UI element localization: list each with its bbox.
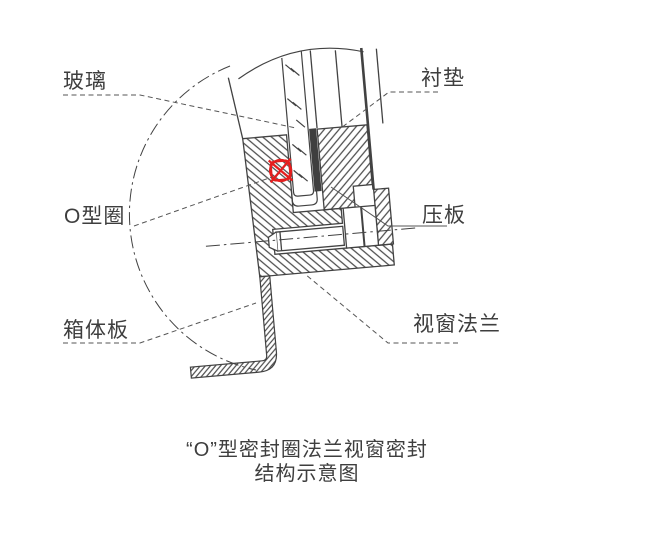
label-liner: 衬垫 [421, 67, 465, 90]
bore-line-3 [375, 48, 384, 124]
glass-hatch-ticks [285, 64, 309, 182]
bolt-shank [275, 225, 346, 252]
leader-glass [63, 94, 297, 129]
label-box-plate: 箱体板 [63, 319, 129, 342]
label-window-flange: 视窗法兰 [413, 313, 501, 336]
caption-line-1: “O”型密封圈法兰视窗密封 [186, 438, 428, 461]
leader-o-ring [133, 176, 273, 227]
leader-box-plate [63, 302, 257, 344]
pressure-plate-section [316, 124, 373, 211]
bolt-tip [267, 231, 278, 252]
bore-line-1 [309, 50, 318, 129]
bolt-centerline [205, 227, 416, 247]
label-o-ring: O型圈 [64, 205, 125, 228]
label-press-plate: 压板 [422, 204, 466, 227]
box-plate-section [189, 275, 278, 379]
liner-strip [309, 128, 322, 192]
bolt-head-facet-line [360, 206, 366, 247]
phantom-circle [128, 65, 257, 371]
glass-pane [281, 51, 315, 197]
caption-line-2: 结构示意图 [255, 462, 360, 485]
bolt-shoulder-line [279, 231, 283, 251]
sectioned-assembly [128, 47, 416, 379]
o-ring-marker [267, 157, 294, 184]
leader-press-plate [330, 186, 447, 227]
flange-outer-wall-line [227, 77, 244, 139]
liner-u-cradle [290, 188, 318, 207]
leader-liner [340, 91, 438, 129]
leader-window-flange [304, 273, 458, 344]
label-glass: 玻璃 [63, 70, 107, 93]
outer-edge-thick-line [359, 47, 375, 190]
break-arc [238, 47, 364, 80]
bore-line-2 [334, 50, 343, 128]
